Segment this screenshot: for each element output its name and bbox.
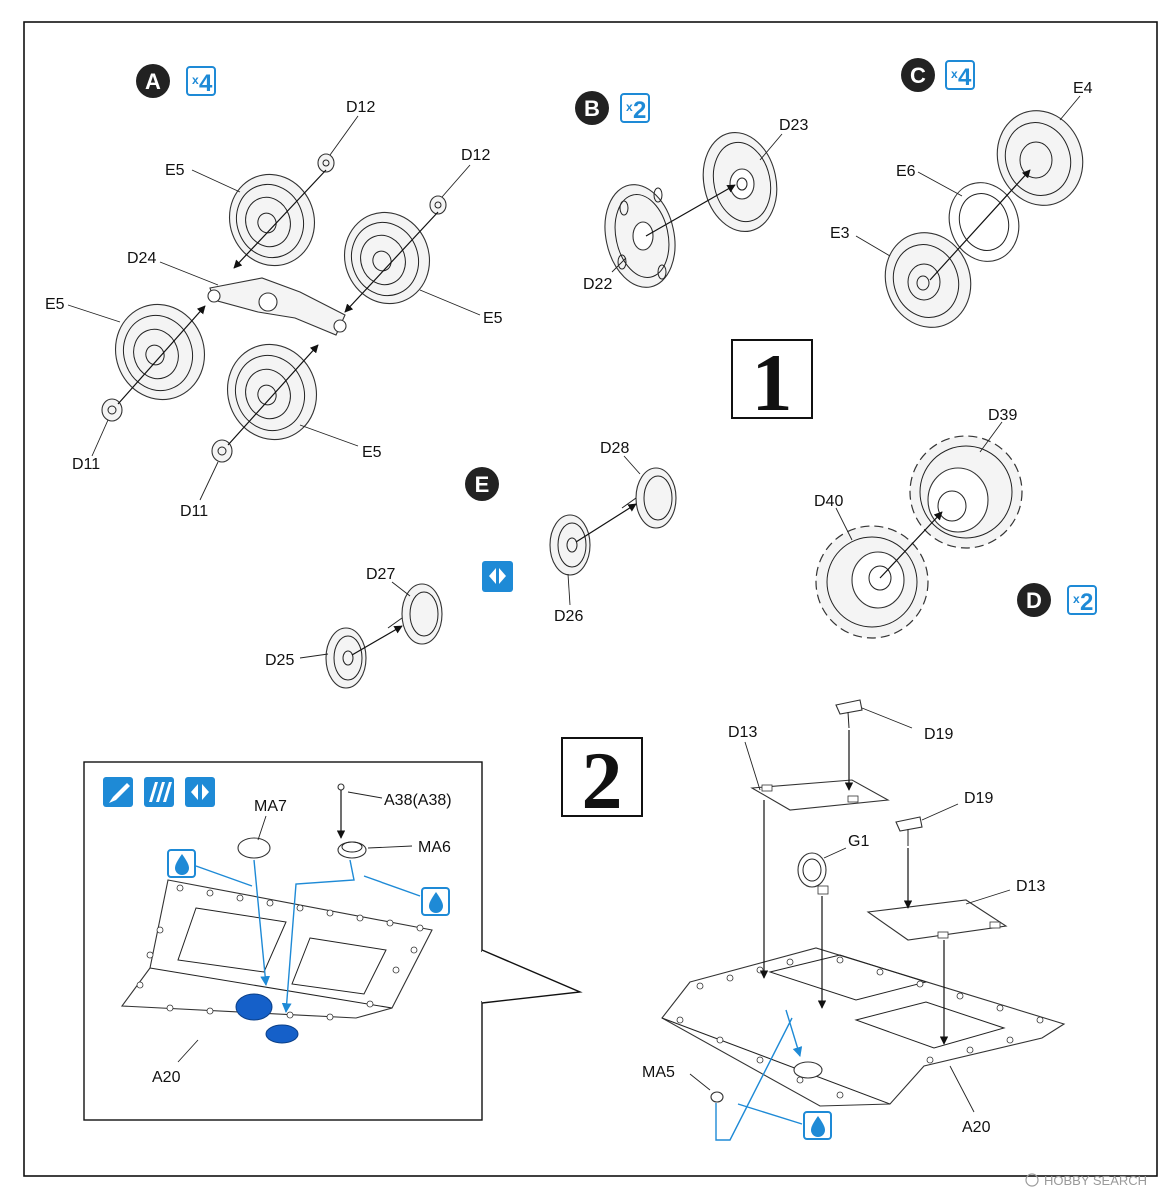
subassembly-c: C x 4 E4 E6 E3 <box>830 58 1093 328</box>
hub-cap-d12-2 <box>429 195 447 215</box>
label-d19-1: D19 <box>924 726 953 743</box>
svg-text:C: C <box>910 63 926 88</box>
return-roller-e3 <box>884 232 972 328</box>
road-wheel-e5-lower-left <box>114 303 206 401</box>
label-d27: D27 <box>366 566 395 583</box>
label-d12-1: D12 <box>346 99 375 116</box>
part-ma7 <box>237 837 271 859</box>
svg-text:D: D <box>1026 588 1042 613</box>
road-wheel-e5-upper-left <box>228 173 316 267</box>
label-ma5: MA5 <box>642 1064 675 1081</box>
label-a20-detail: A20 <box>152 1069 181 1086</box>
roller-d28 <box>621 467 677 529</box>
road-wheel-e5-lower-right <box>226 343 318 441</box>
sprocket-d39 <box>909 435 1023 549</box>
step-2-assembly: D13 D19 D19 G1 D13 MA5 A20 <box>642 699 1066 1141</box>
hull-plate-a20 <box>661 947 1066 1107</box>
label-g1: G1 <box>848 833 869 850</box>
hatch-d13-2 <box>866 899 1008 941</box>
svg-text:HOBBY SEARCH: HOBBY SEARCH <box>1044 1173 1147 1188</box>
label-d28: D28 <box>600 440 629 457</box>
label-d23: D23 <box>779 117 808 134</box>
label-e3: E3 <box>830 225 850 242</box>
svg-text:x: x <box>626 100 633 114</box>
label-d11-2: D11 <box>180 503 208 520</box>
detail-callout: MA7 A38(A38) MA6 A20 <box>83 761 583 1121</box>
headlight-g1 <box>797 852 829 895</box>
label-e5-4: E5 <box>362 444 382 461</box>
svg-text:x: x <box>1073 592 1080 606</box>
cement-drop-icon <box>803 1111 832 1140</box>
svg-text:x: x <box>192 73 199 87</box>
label-ma7: MA7 <box>254 798 287 815</box>
hub-cap-d12-1 <box>317 153 335 173</box>
svg-text:4: 4 <box>958 64 972 91</box>
svg-text:4: 4 <box>199 70 213 97</box>
label-d22: D22 <box>583 276 612 293</box>
page-border <box>23 21 1158 1177</box>
choose-option-icon <box>482 561 513 592</box>
subassembly-a: A x 4 <box>45 64 503 520</box>
label-d11-1: D11 <box>72 456 100 473</box>
label-d39: D39 <box>988 407 1017 424</box>
step-1-box: 1 <box>731 337 813 428</box>
photo-etch-icon <box>144 777 174 807</box>
step-2-box: 2 <box>561 735 643 826</box>
paint-brush-icon <box>103 777 133 807</box>
road-wheel-e5-upper-right <box>343 211 431 305</box>
roller-d27 <box>387 583 443 645</box>
svg-text:E: E <box>475 472 490 497</box>
svg-text:2: 2 <box>633 97 646 124</box>
part-a38 <box>337 783 345 791</box>
cement-drop-icon <box>167 849 196 878</box>
hub-cap-d11-1 <box>101 398 123 422</box>
roller-d25 <box>325 627 367 689</box>
hull-plate-a20-detail <box>120 879 433 1044</box>
subassembly-d: D x 2 D39 D40 <box>814 407 1097 639</box>
hatch-d13-1 <box>750 779 890 811</box>
label-a20: A20 <box>962 1119 991 1136</box>
handle-d19-2 <box>895 816 923 846</box>
badge-a: A x 4 <box>136 64 216 98</box>
label-d13-2: D13 <box>1016 878 1045 895</box>
label-d24: D24 <box>127 250 156 267</box>
idler-wheel-d23 <box>702 131 778 233</box>
subassembly-e: E D28 D26 <box>265 440 677 689</box>
handle-d19-1 <box>835 699 863 729</box>
svg-text:B: B <box>584 96 600 121</box>
label-e5-3: E5 <box>483 310 503 327</box>
subassembly-b: B x 2 D23 D22 <box>575 91 808 293</box>
step-1-number: 1 <box>752 337 793 428</box>
badge-c: C x 4 <box>901 58 975 92</box>
label-d13-1: D13 <box>728 724 757 741</box>
label-e4: E4 <box>1073 80 1093 97</box>
badge-e: E <box>465 467 499 501</box>
badge-b: B x 2 <box>575 91 650 125</box>
label-e5-2: E5 <box>45 296 65 313</box>
label-a38: A38(A38) <box>384 792 452 809</box>
label-e5-1: E5 <box>165 162 185 179</box>
label-d26: D26 <box>554 608 583 625</box>
cement-drop-icon <box>421 887 450 916</box>
svg-text:2: 2 <box>1080 589 1093 616</box>
label-d40: D40 <box>814 493 843 510</box>
roller-d26 <box>549 514 591 576</box>
step-2-number: 2 <box>582 735 623 826</box>
choose-option-icon <box>185 777 215 807</box>
badge-d: D x 2 <box>1017 583 1097 617</box>
sprocket-d40 <box>815 525 929 639</box>
svg-text:A: A <box>145 69 161 94</box>
label-e6: E6 <box>896 163 916 180</box>
watermark: HOBBY SEARCH <box>1025 1173 1147 1188</box>
label-d19-2: D19 <box>964 790 993 807</box>
svg-text:x: x <box>951 67 958 81</box>
part-ma6 <box>337 841 367 859</box>
part-ma5 <box>710 1091 724 1103</box>
bogie-arm-d24 <box>207 277 347 336</box>
hub-cap-d11-2 <box>211 439 233 463</box>
label-d12-2: D12 <box>461 147 490 164</box>
label-d25: D25 <box>265 652 294 669</box>
label-ma6: MA6 <box>418 839 451 856</box>
